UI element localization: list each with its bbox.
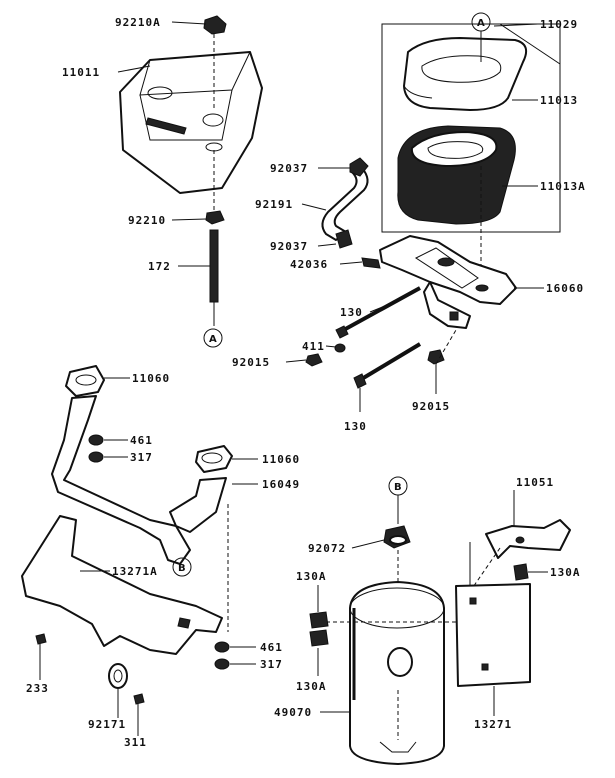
nut-92210 [205,210,225,225]
gaskets-461-317-upper [88,434,104,463]
label-411: 411 [302,340,325,353]
foam-element-11013 [403,37,528,111]
muffler-cover-13271 [455,583,531,687]
label-13271a: 13271A [112,565,158,578]
bolt-42036 [361,257,381,269]
label-92191: 92191 [255,198,293,211]
label-233: 233 [26,682,49,695]
air-cleaner-base-16060 [379,235,517,329]
nut-311 [133,693,145,705]
label-92037-upper: 92037 [270,162,308,175]
nut-92210a [203,15,227,35]
label-ref-a-upper: A [477,18,485,29]
clamp-92037-lower [335,229,353,249]
bolt-130a-right [513,563,529,581]
part-labels: 92210A 11011 92210 172 A A 11029 11013 1… [26,16,586,749]
label-130a-upper: 130A [296,570,327,583]
bolt-130-upper [335,286,421,339]
label-11013a: 11013A [540,180,586,193]
stud-172 [209,229,219,303]
label-13271: 13271 [474,718,512,731]
label-92037-lower: 92037 [270,240,308,253]
label-11011: 11011 [62,66,100,79]
ref-circle-a-lower [203,328,223,348]
ref-circle-b-left [172,557,192,577]
leader-lines [39,21,561,736]
paper-element-11013a [397,125,516,225]
nut-92015-left [305,353,323,367]
spacer-92171 [108,663,128,689]
exhaust-pipe-left [51,365,191,565]
label-11051: 11051 [516,476,554,489]
heat-shield-13271a [21,515,223,655]
label-92210: 92210 [128,214,166,227]
label-130a-lower: 130A [296,680,327,693]
label-11029: 11029 [540,18,578,31]
label-42036: 42036 [290,258,328,271]
exhaust-pipe-right [169,445,233,533]
label-ref-b-right: B [394,482,402,493]
label-130a-right: 130A [550,566,581,579]
bracket-11051 [485,519,571,559]
label-92015-right: 92015 [412,400,450,413]
label-461-upper: 461 [130,434,153,447]
label-11060-left: 11060 [132,372,170,385]
nut-92015-right [427,349,445,365]
label-ref-b-left: B [178,563,186,574]
label-49070: 49070 [274,706,312,719]
label-92015-left: 92015 [232,356,270,369]
washer-411 [334,343,346,353]
bolts-130a-left [309,611,329,647]
label-ref-a-lower: A [209,334,217,345]
label-172: 172 [148,260,171,273]
air-cleaner-cover [119,51,263,194]
label-317-lower: 317 [260,658,283,671]
muffler-49070 [349,581,445,765]
gaskets-461-317-lower [214,641,230,670]
breather-hose-92191 [321,167,369,241]
label-130-lower: 130 [344,420,367,433]
label-92171: 92171 [88,718,126,731]
label-311: 311 [124,736,147,749]
bolt-130-lower [353,342,422,389]
label-11060-right: 11060 [262,453,300,466]
label-11013: 11013 [540,94,578,107]
label-461-lower: 461 [260,641,283,654]
label-92210a: 92210A [115,16,161,29]
clamp-92037-upper [349,157,369,177]
label-92072: 92072 [308,542,346,555]
label-317-upper: 317 [130,451,153,464]
elbow-pipe-92072 [383,525,411,549]
label-16060: 16060 [546,282,584,295]
screw-233 [35,633,47,645]
label-16049: 16049 [262,478,300,491]
label-130-upper: 130 [340,306,363,319]
